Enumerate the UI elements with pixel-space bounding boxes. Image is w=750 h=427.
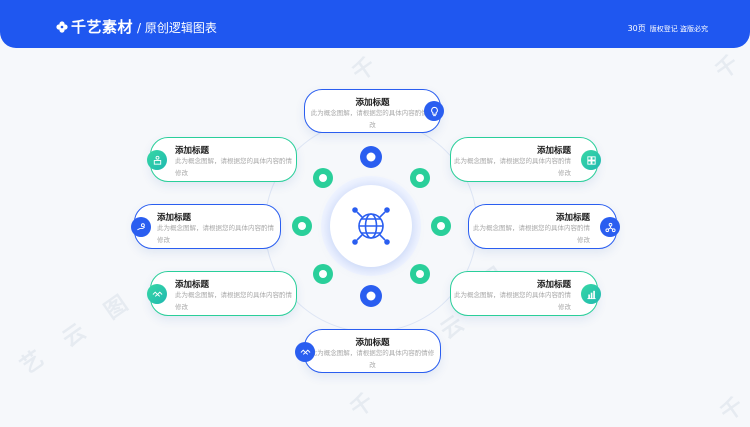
node-dots bbox=[292, 146, 451, 307]
card-description: 此为概念图解，请根据您的具体内容酌情修改 bbox=[473, 224, 590, 244]
card-mid-left: 添加标题 此为概念图解，请根据您的具体内容酌情修改 bbox=[131, 204, 281, 249]
card-lower-left: 添加标题 此为概念图解，请根据您的具体内容酌情修改 bbox=[147, 271, 297, 316]
card-title: 添加标题 bbox=[355, 338, 390, 348]
card-description: 此为概念图解，请根据您的具体内容酌情修改 bbox=[175, 157, 292, 177]
card-badge bbox=[600, 217, 620, 237]
bar-chart-icon bbox=[586, 290, 596, 299]
globe-network-icon bbox=[352, 207, 390, 245]
brand: 千艺素材 bbox=[56, 16, 133, 37]
handshake-icon bbox=[152, 291, 162, 297]
card-description: 此为概念图解，请根据您的具体内容酌情修改 bbox=[157, 224, 274, 244]
card-title: 添加标题 bbox=[536, 280, 571, 290]
card-description: 此为概念图解，请根据您的具体内容酌情修改 bbox=[310, 109, 435, 129]
page-count: 30页 bbox=[627, 24, 646, 33]
card-lower-right: 添加标题 此为概念图解，请根据您的具体内容酌情修改 bbox=[450, 271, 601, 316]
card-upper-left: 添加标题 此为概念图解，请根据您的具体内容酌情修改 bbox=[147, 137, 297, 182]
card-upper-right: 添加标题 此为概念图解，请根据您的具体内容酌情修改 bbox=[450, 137, 601, 182]
card-badge bbox=[295, 342, 315, 362]
card-title: 添加标题 bbox=[157, 213, 192, 223]
copyright-tags: 版权登记 盗版必究 bbox=[649, 25, 708, 33]
card-bottom: 添加标题 此为概念图解，请根据您的具体内容酌情修改 bbox=[295, 329, 441, 373]
card-title: 添加标题 bbox=[355, 98, 390, 108]
card-badge bbox=[147, 150, 167, 170]
flower-icon bbox=[56, 20, 68, 33]
header-meta: 30页 版权登记 盗版必究 bbox=[628, 23, 708, 34]
grid-blocks-icon bbox=[586, 155, 596, 165]
card-description: 此为概念图解，请根据您的具体内容酌情修改 bbox=[454, 157, 571, 177]
card-description: 此为概念图解，请根据您的具体内容酌情修改 bbox=[310, 349, 435, 369]
card-badge bbox=[581, 284, 601, 304]
page-subtitle: / 原创逻辑图表 bbox=[137, 21, 217, 35]
card-title: 添加标题 bbox=[555, 213, 590, 223]
card-description: 此为概念图解，请根据您的具体内容酌情修改 bbox=[175, 291, 292, 311]
card-title: 添加标题 bbox=[175, 146, 210, 156]
card-title: 添加标题 bbox=[536, 146, 571, 156]
header-bar: 千艺素材 / 原创逻辑图表 30页 版权登记 盗版必究 bbox=[0, 0, 750, 48]
card-title: 添加标题 bbox=[175, 280, 210, 290]
card-description: 此为概念图解，请根据您的具体内容酌情修改 bbox=[454, 291, 571, 311]
person-desk-icon bbox=[153, 155, 161, 165]
lightbulb-icon bbox=[430, 106, 438, 116]
handshake-icon bbox=[300, 349, 310, 355]
network-icon bbox=[604, 222, 616, 232]
card-badge bbox=[424, 101, 444, 121]
brand-name: 千艺素材 bbox=[71, 18, 134, 36]
card-top: 添加标题 此为概念图解，请根据您的具体内容酌情修改 bbox=[304, 89, 444, 133]
card-badge bbox=[581, 150, 601, 170]
hand-money-icon bbox=[136, 222, 145, 230]
card-badge bbox=[147, 284, 167, 304]
card-badge bbox=[131, 217, 151, 237]
card-mid-right: 添加标题 此为概念图解，请根据您的具体内容酌情修改 bbox=[468, 204, 620, 249]
